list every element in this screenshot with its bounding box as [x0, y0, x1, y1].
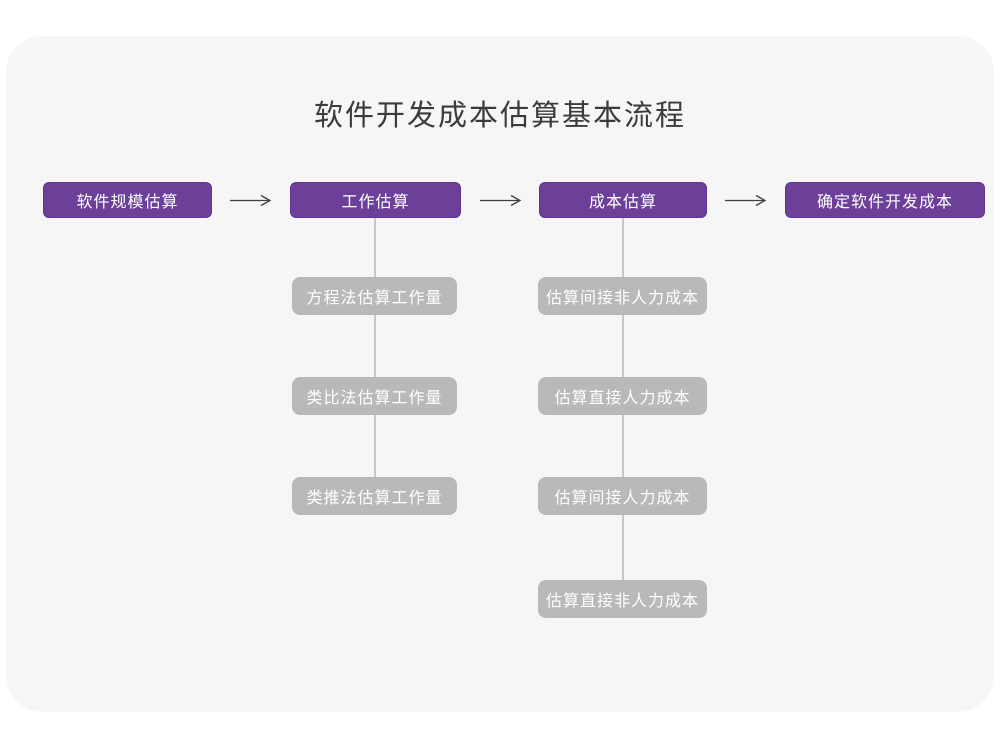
flow-step-cost-estimation: 成本估算: [539, 182, 707, 218]
arrow-right-icon: [230, 194, 272, 207]
node-direct-labor-cost: 估算直接人力成本: [538, 377, 707, 415]
flow-step-software-scale-estimation: 软件规模估算: [43, 182, 212, 218]
node-extrapolation-method-workload: 类推法估算工作量: [292, 477, 457, 515]
node-indirect-non-labor-cost: 估算间接非人力成本: [538, 277, 707, 315]
connector-line-work-estimation: [374, 218, 376, 479]
arrow-right-icon: [725, 194, 767, 207]
node-equation-method-workload: 方程法估算工作量: [292, 277, 457, 315]
node-direct-non-labor-cost: 估算直接非人力成本: [538, 580, 707, 618]
flow-step-work-estimation: 工作估算: [290, 182, 461, 218]
node-indirect-labor-cost: 估算间接人力成本: [538, 477, 707, 515]
node-analogy-method-workload: 类比法估算工作量: [292, 377, 457, 415]
diagram-canvas: [6, 36, 994, 712]
diagram-title: 软件开发成本估算基本流程: [313, 100, 686, 132]
arrow-right-icon: [480, 194, 522, 207]
flow-step-determine-development-cost: 确定软件开发成本: [785, 182, 985, 218]
